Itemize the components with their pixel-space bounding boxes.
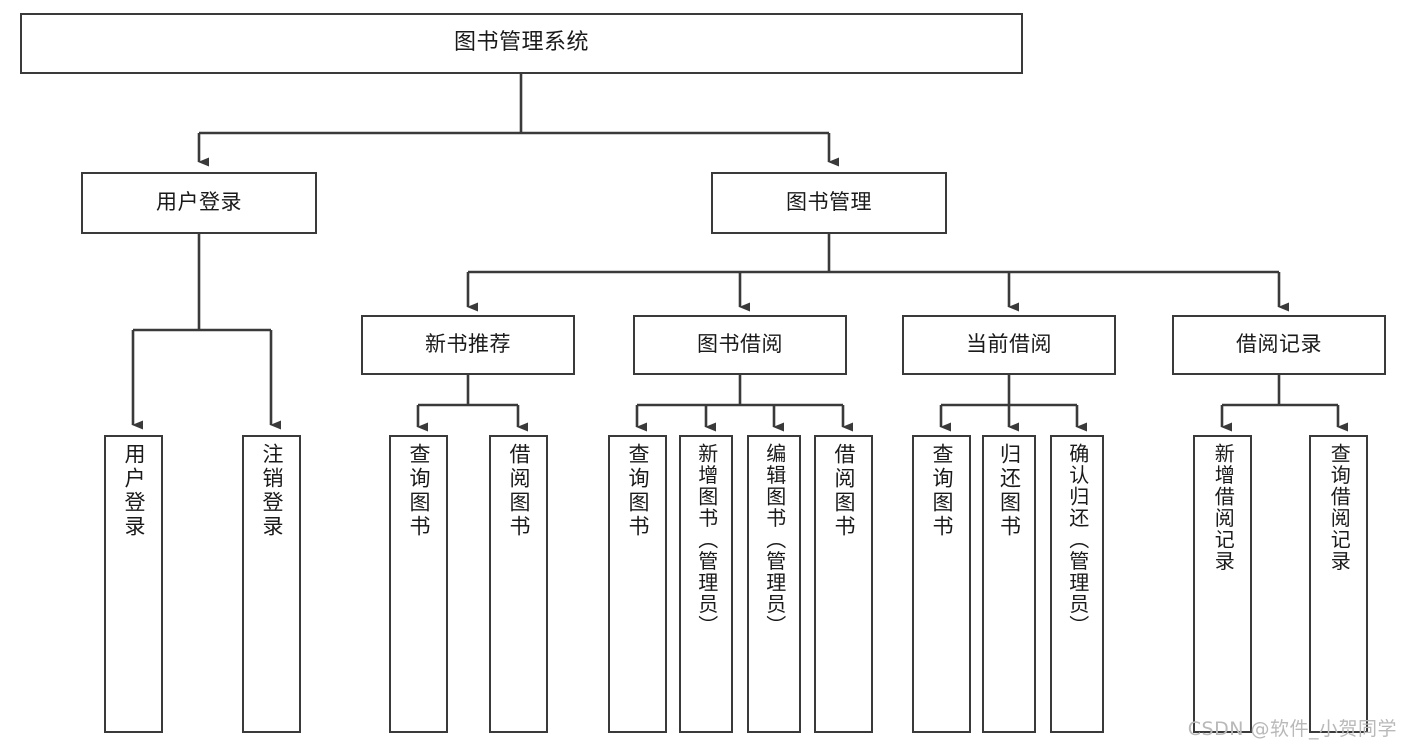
node-book-manage[interactable]: 图书管理 <box>711 172 947 234</box>
leaf-edit-book-admin[interactable]: 编辑图书（管理员） <box>747 435 801 733</box>
leaf-label: 归还图书 <box>997 443 1022 539</box>
node-label: 图书管理系统 <box>453 30 589 56</box>
node-label: 图书借阅 <box>697 332 783 357</box>
leaf-label: 借阅图书 <box>506 443 531 539</box>
leaf-query-book-2[interactable]: 查询图书 <box>608 435 667 733</box>
node-current-borrow[interactable]: 当前借阅 <box>902 315 1116 375</box>
csdn-watermark: CSDN @软件_小贺同学 <box>1187 718 1397 740</box>
node-label: 新书推荐 <box>425 332 511 357</box>
leaf-label: 用户登录 <box>121 443 146 539</box>
node-book-borrow[interactable]: 图书借阅 <box>633 315 847 375</box>
node-new-book-recommend[interactable]: 新书推荐 <box>361 315 575 375</box>
leaf-query-book-3[interactable]: 查询图书 <box>912 435 971 733</box>
leaf-label: 新增图书（管理员） <box>694 443 719 637</box>
leaf-user-login[interactable]: 用户登录 <box>104 435 163 733</box>
leaf-confirm-return-admin[interactable]: 确认归还（管理员） <box>1050 435 1104 733</box>
leaf-label: 查询图书 <box>929 443 954 539</box>
leaf-label: 新增借阅记录 <box>1211 443 1236 572</box>
leaf-query-borrow-record[interactable]: 查询借阅记录 <box>1309 435 1368 733</box>
leaf-return-book[interactable]: 归还图书 <box>982 435 1036 733</box>
node-label: 用户登录 <box>156 190 242 215</box>
leaf-label: 查询图书 <box>625 443 650 539</box>
leaf-add-book-admin[interactable]: 新增图书（管理员） <box>679 435 733 733</box>
node-label: 当前借阅 <box>966 332 1052 357</box>
node-label: 图书管理 <box>786 190 872 215</box>
leaf-logout-login[interactable]: 注销登录 <box>242 435 301 733</box>
leaf-query-book-1[interactable]: 查询图书 <box>389 435 448 733</box>
leaf-label: 确认归还（管理员） <box>1065 443 1090 637</box>
leaf-borrow-book-1[interactable]: 借阅图书 <box>489 435 548 733</box>
leaf-label: 编辑图书（管理员） <box>762 443 787 637</box>
leaf-label: 查询图书 <box>406 443 431 539</box>
leaf-label: 注销登录 <box>259 443 284 539</box>
node-borrow-record[interactable]: 借阅记录 <box>1172 315 1386 375</box>
leaf-borrow-book-2[interactable]: 借阅图书 <box>814 435 873 733</box>
node-user-login[interactable]: 用户登录 <box>81 172 317 234</box>
leaf-add-borrow-record[interactable]: 新增借阅记录 <box>1193 435 1252 733</box>
leaf-label: 查询借阅记录 <box>1327 443 1352 572</box>
node-book-management-system[interactable]: 图书管理系统 <box>20 13 1023 74</box>
node-label: 借阅记录 <box>1236 332 1322 357</box>
leaf-label: 借阅图书 <box>831 443 856 539</box>
